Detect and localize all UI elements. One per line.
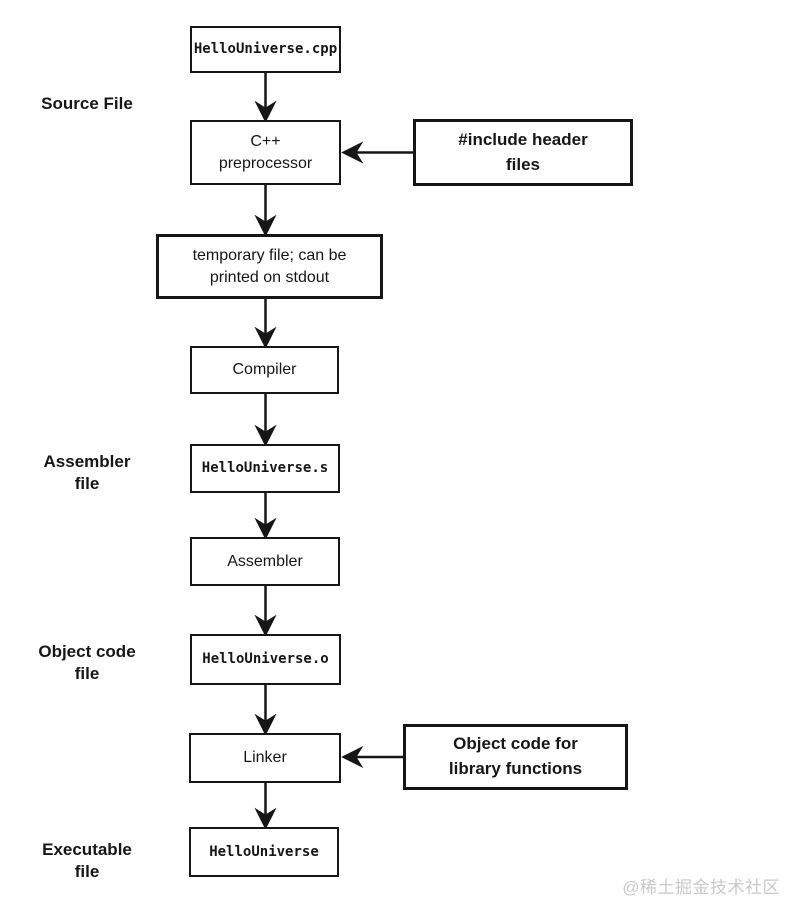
stage-label-executable-file: Executable file — [42, 840, 132, 882]
stage-label-object-code-file: Object code file — [38, 642, 136, 684]
node-preprocessor: C++ preprocessor — [190, 120, 341, 185]
arrow-assembler-to-objectfile — [254, 586, 277, 637]
arrow-headers-to-preprocessor — [341, 141, 413, 164]
arrow-compiler-to-assemblyfile — [254, 394, 277, 447]
arrow-tempfile-to-compiler — [254, 299, 277, 349]
stage-label-source-file: Source File — [41, 94, 133, 113]
arrow-libobjects-to-linker — [341, 745, 403, 769]
node-assembly-file: HelloUniverse.s — [190, 444, 340, 493]
node-executable: HelloUniverse — [189, 827, 339, 877]
node-object-file: HelloUniverse.o — [190, 634, 341, 685]
arrow-objectfile-to-linker — [254, 685, 277, 736]
node-temp-file: temporary file; can be printed on stdout — [156, 234, 383, 299]
node-source-cpp: HelloUniverse.cpp — [190, 26, 341, 73]
arrow-linker-to-executable — [254, 783, 277, 830]
arrow-assemblyfile-to-assembler — [254, 493, 277, 540]
arrow-preprocessor-to-tempfile — [254, 185, 277, 237]
node-linker: Linker — [189, 733, 341, 783]
node-library-object-code: Object code for library functions — [403, 724, 628, 790]
node-compiler: Compiler — [190, 346, 339, 394]
node-assembler: Assembler — [190, 537, 340, 586]
watermark-text: @稀土掘金技术社区 — [622, 878, 780, 897]
arrow-source-to-preprocessor — [254, 73, 277, 123]
stage-label-assembler-file: Assembler file — [43, 452, 131, 494]
node-include-headers: #include header files — [413, 119, 633, 186]
